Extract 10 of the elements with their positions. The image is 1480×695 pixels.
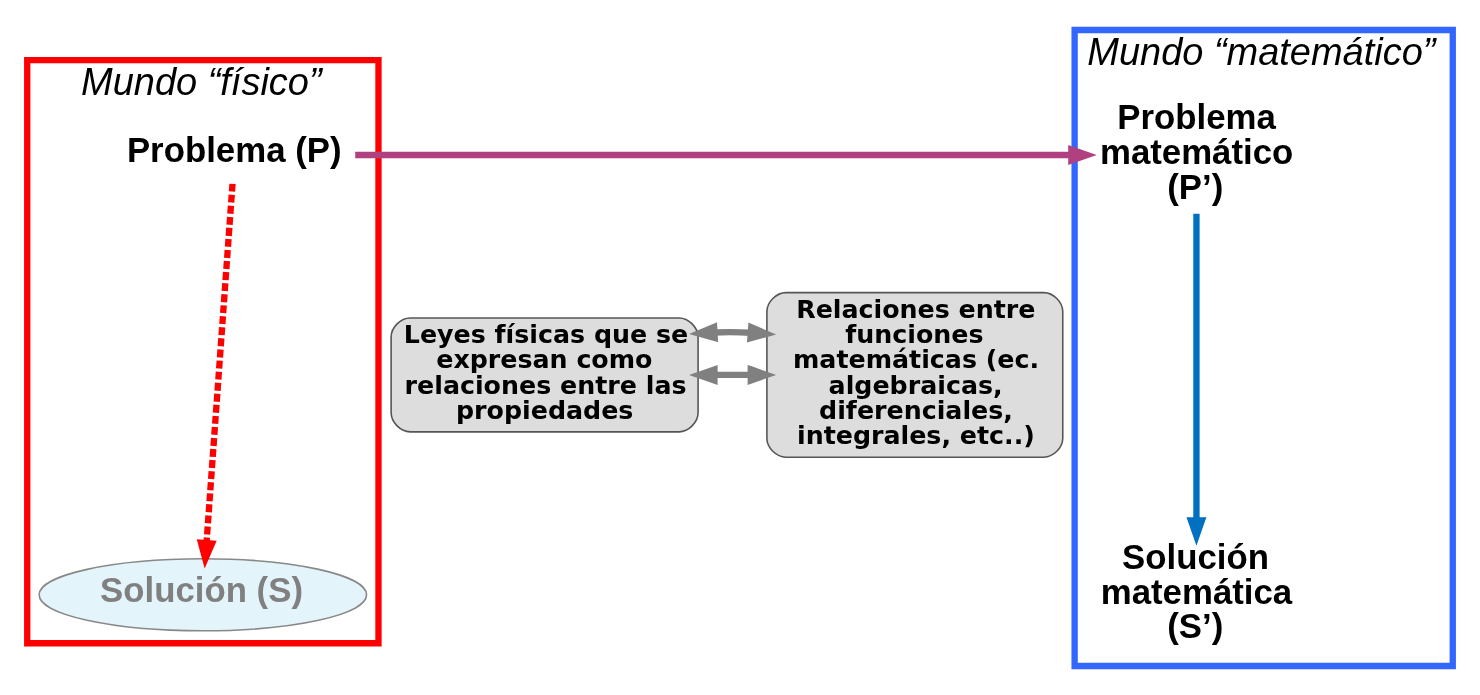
node-ellipse: Solución (S) xyxy=(38,557,368,632)
node-text: Problema (P) xyxy=(126,129,342,169)
arrow xyxy=(689,364,777,385)
node-text: Solución matemática (S’) xyxy=(1100,536,1293,645)
arrow xyxy=(355,144,1097,165)
arrow xyxy=(689,321,777,342)
node-box: Relaciones entre funciones matemáticas (ec. algebraicas, diferenciales, integrales, etc..) xyxy=(766,291,1064,458)
node-box: Leyes físicas que se expresan como relaciones entre las propiedades xyxy=(390,316,699,433)
arrow xyxy=(196,183,236,568)
node-text: Problema matemático (P’) xyxy=(1099,96,1294,206)
